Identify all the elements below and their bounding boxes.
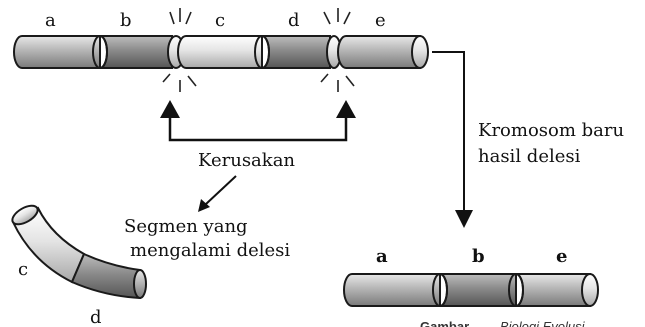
arrow-to-new-chromosome xyxy=(432,51,465,212)
deleted-segment xyxy=(11,204,147,300)
new-segment-a xyxy=(343,273,441,307)
new-segment-e-cap xyxy=(581,273,599,307)
new-chromosome-label-2: hasil delesi xyxy=(478,146,581,167)
damage-bracket xyxy=(168,116,348,142)
arrowhead-to-new-chromosome xyxy=(455,210,473,228)
label-e: e xyxy=(375,10,386,31)
label-b: b xyxy=(120,10,132,31)
label-c: c xyxy=(215,10,225,31)
deleted-segment-top-cap xyxy=(11,204,39,226)
new-label-a: a xyxy=(376,246,388,267)
arrowhead-break-2 xyxy=(336,100,356,118)
break-spark-1 xyxy=(162,8,197,92)
new-segment-e xyxy=(515,273,591,307)
arrow-to-segment xyxy=(205,175,237,205)
segment-e xyxy=(337,35,421,69)
arrowhead-to-segment xyxy=(198,199,210,212)
original-chromosome xyxy=(13,35,429,69)
new-label-b: b xyxy=(472,246,485,267)
deleted-label-d: d xyxy=(90,307,102,327)
damage-label: Kerusakan xyxy=(198,150,295,171)
new-label-e: e xyxy=(556,246,567,267)
deleted-label-c: c xyxy=(18,259,28,280)
break-spark-2 xyxy=(320,8,355,92)
caption-source: Biologi Evolusi xyxy=(500,319,586,327)
segment-d xyxy=(261,35,331,69)
new-chromosome xyxy=(343,273,599,307)
segment-b xyxy=(99,35,173,69)
label-a: a xyxy=(45,10,56,31)
new-chromosome-label-1: Kromosom baru xyxy=(478,120,624,141)
segment-e-cap xyxy=(411,35,429,69)
caption: Gambar Biologi Evolusi xyxy=(420,319,586,327)
caption-gambar: Gambar xyxy=(420,319,469,327)
segment-a xyxy=(13,35,101,69)
deleted-segment-label-2: mengalami delesi xyxy=(130,240,290,261)
arrowhead-break-1 xyxy=(160,100,180,118)
deleted-segment-end-cap xyxy=(133,269,147,299)
deleted-segment-label-1: Segmen yang xyxy=(124,216,248,237)
label-d: d xyxy=(288,10,300,31)
segment-c xyxy=(177,35,263,69)
new-segment-b xyxy=(439,273,517,307)
